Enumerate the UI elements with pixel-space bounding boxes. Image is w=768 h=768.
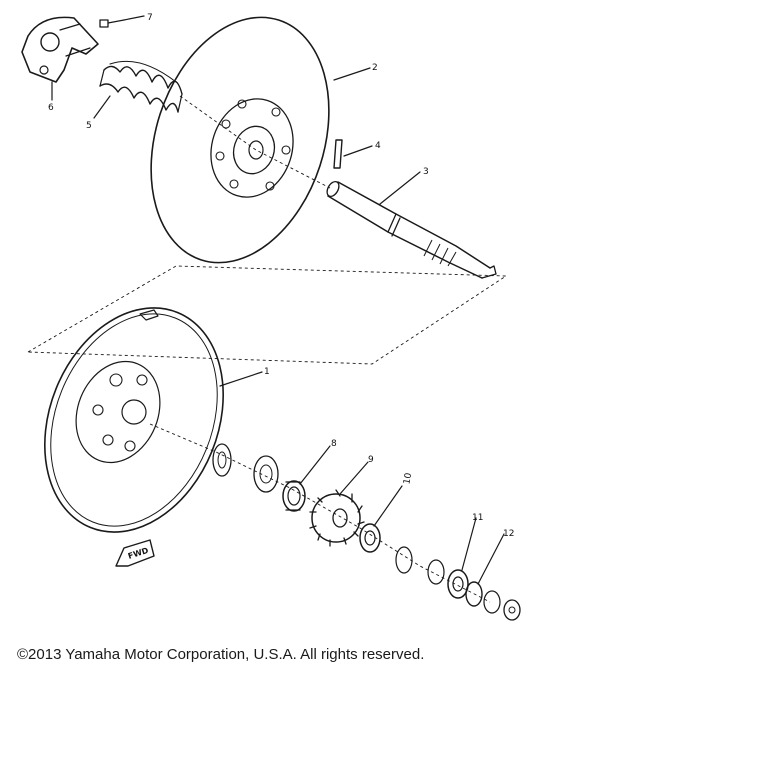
callout-8: 8 (331, 439, 337, 449)
callout-11: 11 (472, 513, 483, 523)
copyright-notice: ©2013 Yamaha Motor Corporation, U.S.A. A… (17, 646, 425, 663)
part-2-sheave-disc (150, 16, 330, 264)
part-1-sheave-disc (44, 307, 224, 533)
leader-lines (51, 15, 505, 585)
part-4-pin (333, 139, 343, 169)
axis-line-upper (179, 95, 331, 189)
part-5-spring (99, 60, 183, 113)
washer-stack-right (395, 546, 445, 585)
part-7-bolt (99, 19, 125, 28)
callout-6: 6 (48, 103, 54, 113)
assembly-plane-outline (26, 265, 508, 365)
part-10-spacer (359, 523, 381, 553)
washer-stack-left (212, 443, 279, 493)
axis-line-lower (149, 423, 491, 603)
part-12-circlip (465, 581, 521, 621)
callout-10: 10 (402, 472, 414, 485)
callout-5: 5 (86, 121, 92, 131)
callout-9: 9 (368, 455, 374, 465)
callout-12: 12 (503, 529, 514, 539)
fwd-arrow-icon: FWD (115, 539, 155, 567)
callout-2: 2 (372, 63, 378, 73)
part-11-washer (447, 569, 469, 599)
part-9-sprocket (309, 489, 365, 547)
callout-3: 3 (423, 167, 429, 177)
callout-1: 1 (264, 367, 270, 377)
callout-4: 4 (375, 141, 381, 151)
part-3-shaft (326, 180, 497, 279)
callout-7: 7 (147, 13, 153, 23)
part-8-bushing (282, 480, 306, 512)
callout-labels: 1 2 3 4 5 6 7 8 9 10 11 12 (48, 13, 514, 539)
part-6-bracket (21, 16, 99, 83)
